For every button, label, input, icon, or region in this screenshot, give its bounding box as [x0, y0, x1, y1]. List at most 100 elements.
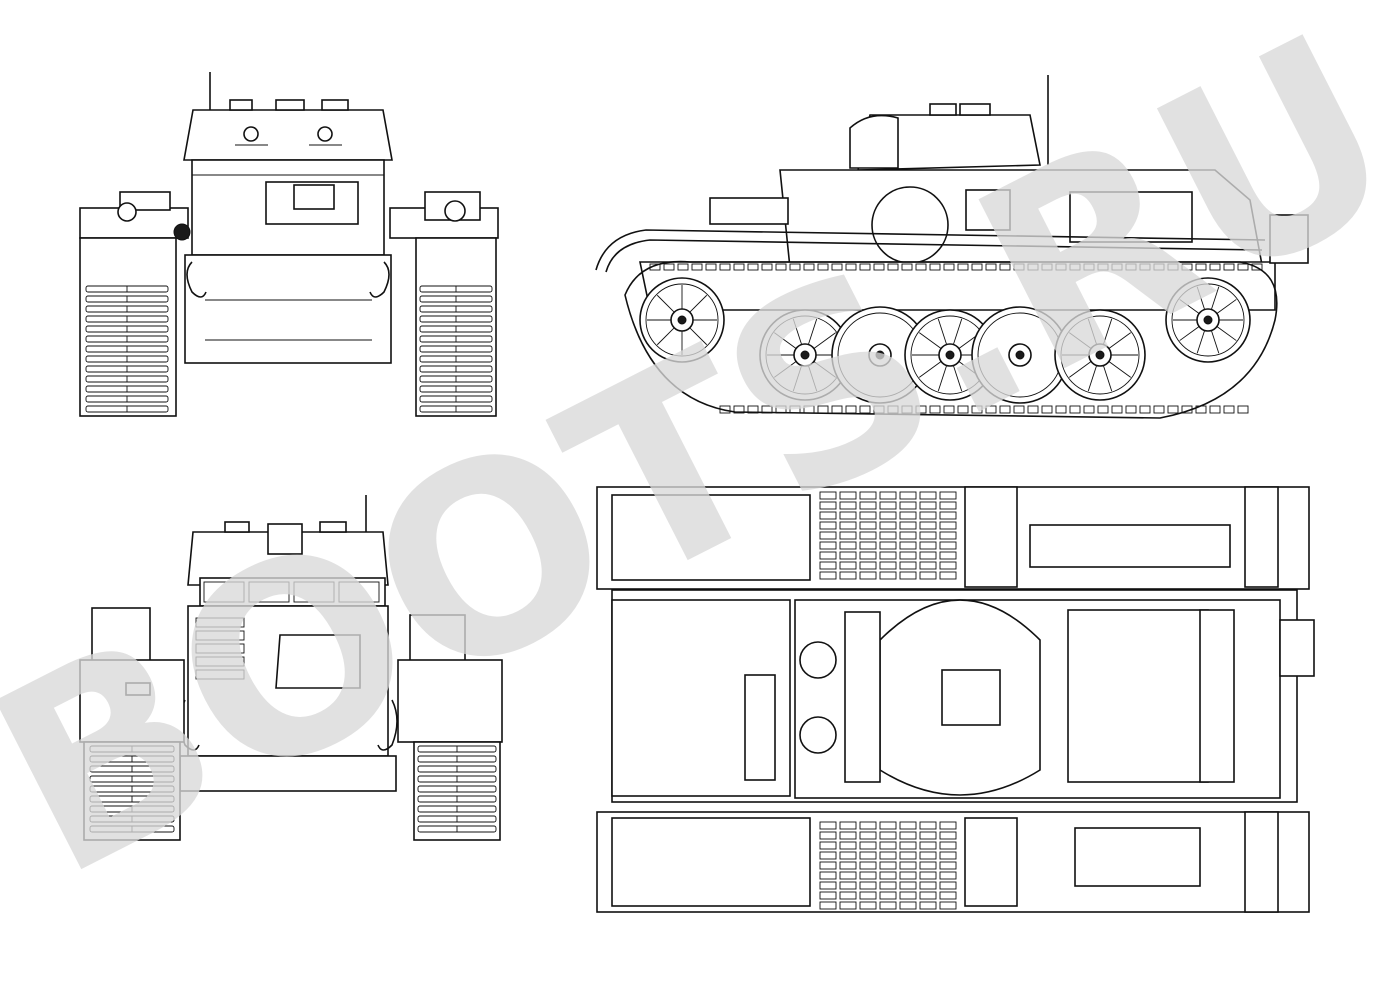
road-wheel-axle: [875, 350, 885, 360]
track-link: [839, 891, 857, 900]
drive-sprocket-spoke: [689, 294, 708, 313]
track-link: [839, 901, 857, 910]
track-link: [939, 871, 957, 880]
track-link: [663, 263, 675, 271]
track-link: [1251, 263, 1263, 271]
track-link: [859, 871, 877, 880]
track-link: [919, 501, 937, 510]
track-link: [879, 901, 897, 910]
track-link: [1153, 405, 1165, 414]
track-link: [879, 501, 897, 510]
track-link: [899, 861, 917, 870]
idler-wheel-spoke: [1216, 299, 1237, 314]
track-link: [819, 831, 837, 840]
track-link: [831, 405, 843, 414]
exhaust-fin: [195, 669, 245, 680]
track-link: [1139, 263, 1151, 271]
grille-panel: [203, 581, 245, 603]
top-view-drawing: [596, 486, 1315, 913]
track-link: [1195, 405, 1207, 414]
track-link: [919, 531, 937, 540]
track-link: [817, 405, 829, 414]
track-link: [691, 263, 703, 271]
track-link: [919, 551, 937, 560]
track-link: [915, 405, 927, 414]
track-link: [1167, 263, 1179, 271]
idler-wheel-spoke: [1196, 286, 1206, 310]
track-link: [999, 263, 1011, 271]
track-link: [899, 531, 917, 540]
track-link: [1027, 405, 1039, 414]
drive-sprocket-rim: [645, 283, 719, 357]
track-link: [899, 501, 917, 510]
track-link: [1125, 263, 1137, 271]
exhaust-fin: [195, 630, 245, 641]
road-wheel-spoke: [773, 361, 797, 378]
front-view-drawing: [79, 72, 499, 417]
rear-view-drawing: [79, 495, 503, 841]
track-link: [943, 405, 955, 414]
track-link: [1209, 263, 1221, 271]
track-link: [859, 511, 877, 520]
track-link: [859, 521, 877, 530]
track-link: [939, 901, 957, 910]
track-link: [1209, 405, 1221, 414]
track-link: [879, 831, 897, 840]
track-link: [839, 531, 857, 540]
track-link: [939, 891, 957, 900]
road-wheel-spoke: [813, 361, 837, 378]
track-link: [899, 561, 917, 570]
track-link: [733, 405, 745, 414]
track-link: [919, 491, 937, 500]
track-link: [859, 891, 877, 900]
track-link: [859, 841, 877, 850]
idler-wheel-spoke: [1196, 330, 1206, 354]
track-link: [985, 263, 997, 271]
track-link: [899, 821, 917, 830]
track-link: [839, 551, 857, 560]
grille-panel: [338, 581, 380, 603]
track-link: [919, 861, 937, 870]
idler-wheel-axle: [1203, 315, 1213, 325]
road-wheel-spoke: [952, 365, 963, 392]
track-link: [887, 405, 899, 414]
track-link: [839, 491, 857, 500]
road-wheel-spoke: [792, 365, 803, 392]
track-link: [919, 511, 937, 520]
track-link: [1223, 263, 1235, 271]
track-link: [939, 531, 957, 540]
track-link: [1139, 405, 1151, 414]
track-link: [879, 551, 897, 560]
road-wheel-spoke: [937, 318, 948, 345]
track-link: [939, 561, 957, 570]
track-link: [819, 561, 837, 570]
idler-wheel-spoke: [1179, 299, 1200, 314]
track-link: [747, 263, 759, 271]
track-link: [957, 263, 969, 271]
track-link: [839, 841, 857, 850]
track-link: [919, 561, 937, 570]
track-link: [879, 491, 897, 500]
track-link: [879, 531, 897, 540]
track-link: [939, 571, 957, 580]
road-wheel-spoke: [937, 365, 948, 392]
road-wheel-spoke: [1068, 361, 1092, 378]
road-wheel-spoke: [807, 318, 818, 345]
track-link: [919, 541, 937, 550]
track-link: [919, 831, 937, 840]
road-wheel-spoke: [807, 365, 818, 392]
track-link: [939, 511, 957, 520]
track-link: [939, 541, 957, 550]
track-link: [839, 571, 857, 580]
track-link: [761, 405, 773, 414]
track-link: [819, 571, 837, 580]
drive-sprocket-spoke: [656, 294, 675, 313]
track-link: [1167, 405, 1179, 414]
grille-panel: [248, 581, 290, 603]
track-link: [879, 861, 897, 870]
track-link: [1041, 405, 1053, 414]
track-link: [839, 861, 857, 870]
track-link: [901, 405, 913, 414]
track-link: [939, 841, 957, 850]
track-link: [899, 831, 917, 840]
